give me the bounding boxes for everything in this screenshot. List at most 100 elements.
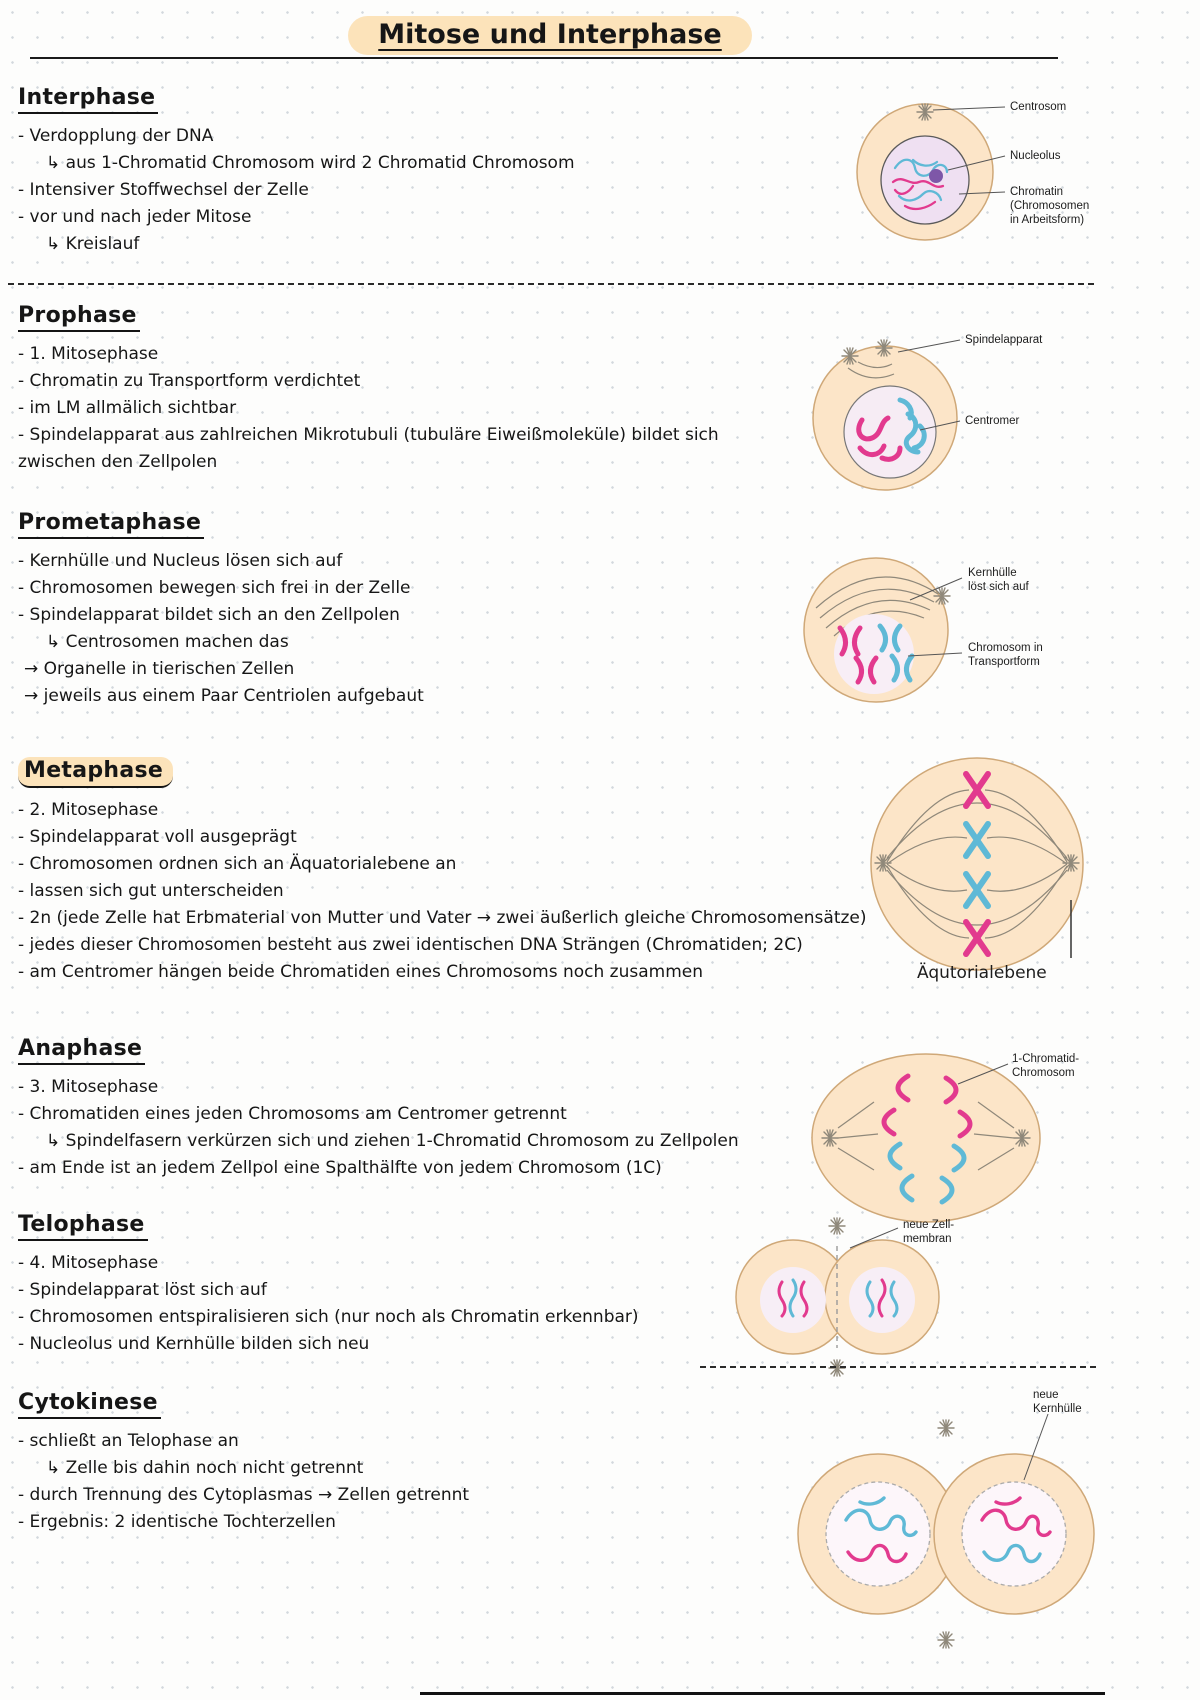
- section-heading: Interphase: [18, 85, 159, 114]
- title-rule: [30, 57, 1058, 59]
- chromatin-tangle: [891, 158, 949, 211]
- spindle-pole-icon: [933, 587, 951, 605]
- note-line: - 2. Mitosephase: [18, 800, 159, 820]
- spindle-fibers: [847, 361, 895, 379]
- note-line: - Chromosomen ordnen sich an Äquatoriale…: [18, 854, 457, 874]
- note-line: - durch Trennung des Cytoplasmas → Zelle…: [18, 1485, 470, 1505]
- leader-line: [849, 1227, 899, 1249]
- note-line: - jedes dieser Chromosomen besteht aus z…: [18, 935, 803, 955]
- note-line: - Chromatiden eines jeden Chromosoms am …: [18, 1104, 567, 1124]
- leader-lines: [907, 577, 963, 657]
- spindle-fibers: [837, 1101, 1015, 1171]
- note-line: - Chromosomen entspiralisieren sich (nur…: [18, 1307, 639, 1327]
- note-line: - im LM allmälich sichtbar: [18, 398, 237, 418]
- note-line: - Intensiver Stoffwechsel der Zelle: [18, 180, 309, 200]
- note-line: - Chromosomen bewegen sich frei in der Z…: [18, 578, 411, 598]
- note-line: - Chromatin zu Transportform verdichtet: [18, 371, 361, 391]
- note-line: - schließt an Telophase an: [18, 1431, 239, 1451]
- decondensing-chromosomes: [777, 1278, 899, 1318]
- section-prometaphase: Prometaphase - Kernhülle und Nucleus lös…: [18, 510, 618, 710]
- section-prophase: Prophase - 1. Mitosephase - Chromatin zu…: [18, 303, 788, 476]
- spindle-pole-icon: [874, 854, 892, 872]
- note-line: ↳ Centrosomen machen das: [46, 632, 289, 652]
- label-nucleolus: Nucleolus: [1010, 150, 1061, 162]
- interphase-cell-diagram: Centrosom Nucleolus Chromatin (Chromosom…: [795, 90, 1195, 260]
- section-cytokinese: Cytokinese - schließt an Telophase an ↳ …: [18, 1390, 658, 1536]
- note-line: - 4. Mitosephase: [18, 1253, 159, 1273]
- anaphase-cell-diagram: 1-Chromatid- Chromosom: [808, 1038, 1200, 1233]
- section-heading: Anaphase: [18, 1036, 146, 1065]
- label-neue-zellmembran: neue Zell- membran: [903, 1219, 955, 1245]
- note-line: - Spindelapparat voll ausgeprägt: [18, 827, 297, 847]
- note-line: ↳ aus 1-Chromatid Chromosom wird 2 Chrom…: [46, 153, 575, 173]
- note-line: - Spindelapparat bildet sich an den Zell…: [18, 605, 400, 625]
- condensing-chromosomes: [856, 397, 927, 462]
- transport-chromosomes: [837, 623, 915, 685]
- note-line: - am Centromer hängen beide Chromatiden …: [18, 962, 703, 982]
- section-heading: Telophase: [18, 1212, 148, 1241]
- section-anaphase: Anaphase - 3. Mitosephase - Chromatiden …: [18, 1036, 838, 1182]
- section-metaphase: Metaphase - 2. Mitosephase - Spindelappa…: [18, 757, 898, 986]
- note-line: - 3. Mitosephase: [18, 1077, 159, 1097]
- spindle-pole-icon: [841, 347, 859, 365]
- nucleolus: [929, 169, 943, 183]
- centrosome-icon: [916, 103, 934, 121]
- section-heading: Metaphase: [18, 757, 174, 788]
- label-neue-kernhuelle: neue Kernhülle: [1033, 1389, 1082, 1415]
- section-heading: Cytokinese: [18, 1390, 161, 1419]
- label-centrosom: Centrosom: [1010, 101, 1067, 113]
- bottom-rule: [420, 1692, 1105, 1695]
- separating-chromatids: [881, 1073, 973, 1205]
- telophase-cell-diagram: neue Zell- membran: [698, 1212, 1200, 1384]
- note-line: → jeweils aus einem Paar Centriolen aufg…: [24, 686, 424, 706]
- note-line: - 1. Mitosephase: [18, 344, 159, 364]
- label-spindelapparat: Spindelapparat: [965, 334, 1043, 346]
- note-line: ↳ Spindelfasern verkürzen sich und ziehe…: [46, 1131, 739, 1151]
- note-line: - Nucleolus und Kernhülle bilden sich ne…: [18, 1334, 370, 1354]
- section-divider: [8, 283, 1094, 285]
- note-line: - Spindelapparat aus zahlreichen Mikrotu…: [18, 425, 719, 472]
- section-divider: [700, 1366, 1096, 1368]
- note-line: - lassen sich gut unterscheiden: [18, 881, 284, 901]
- spindle-pole-icon: [937, 1419, 955, 1437]
- spindle-pole-icon: [828, 1359, 846, 1377]
- note-line: → Organelle in tierischen Zellen: [24, 659, 295, 679]
- page-title: Mitose und Interphase: [348, 16, 752, 55]
- section-interphase: Interphase - Verdopplung der DNA ↳ aus 1…: [18, 85, 788, 258]
- spindle-pole-icon: [937, 1631, 955, 1649]
- prophase-cell-diagram: Spindelapparat Centromer: [790, 326, 1200, 511]
- chromatin: [844, 1496, 1052, 1564]
- spindle-pole-icon: [875, 339, 893, 357]
- note-line: - Kernhülle und Nucleus lösen sich auf: [18, 551, 343, 571]
- note-line: - 2n (jede Zelle hat Erbmaterial von Mut…: [18, 908, 867, 928]
- note-line: - Ergebnis: 2 identische Tochterzellen: [18, 1512, 336, 1532]
- cytokinese-cell-diagram: neue Kernhülle: [790, 1382, 1200, 1692]
- spindle-fibers: [886, 789, 1068, 939]
- note-line: - am Ende ist an jedem Zellpol eine Spal…: [18, 1158, 662, 1178]
- label-chromosom-transportform: Chromosom in Transportform: [968, 642, 1043, 668]
- prometaphase-cell-diagram: Kernhülle löst sich auf Chromosom in Tra…: [788, 538, 1200, 728]
- leader-line: [957, 1063, 1009, 1085]
- label-kernhuelle: Kernhülle löst sich auf: [968, 567, 1029, 593]
- leader-lines: [932, 106, 1006, 195]
- nucleus: [880, 135, 970, 225]
- note-line: - vor und nach jeder Mitose: [18, 207, 252, 227]
- section-heading: Prometaphase: [18, 510, 205, 539]
- leader-lines: [897, 339, 961, 431]
- section-telophase: Telophase - 4. Mitosephase - Spindelappa…: [18, 1212, 718, 1358]
- cell-membrane: [811, 1053, 1041, 1223]
- spindle-pole-icon: [828, 1217, 846, 1235]
- cell-membrane: [870, 757, 1084, 971]
- note-line: ↳ Zelle bis dahin noch nicht getrennt: [46, 1458, 364, 1478]
- spindle-pole-icon: [1062, 854, 1080, 872]
- note-line: - Spindelapparat löst sich auf: [18, 1280, 267, 1300]
- note-line: - Verdopplung der DNA: [18, 126, 214, 146]
- spindle-pole-icon: [1013, 1129, 1031, 1147]
- new-nuclear-envelope-right: [961, 1481, 1067, 1587]
- aligned-chromosomes: [963, 771, 991, 957]
- note-line: ↳ Kreislauf: [46, 234, 140, 254]
- label-chromatin: Chromatin (Chromosomen in Arbeitsform): [1010, 186, 1090, 226]
- leader-line: [1023, 1413, 1049, 1481]
- label-aequatorialebene: Äqutorialebene: [917, 963, 1047, 983]
